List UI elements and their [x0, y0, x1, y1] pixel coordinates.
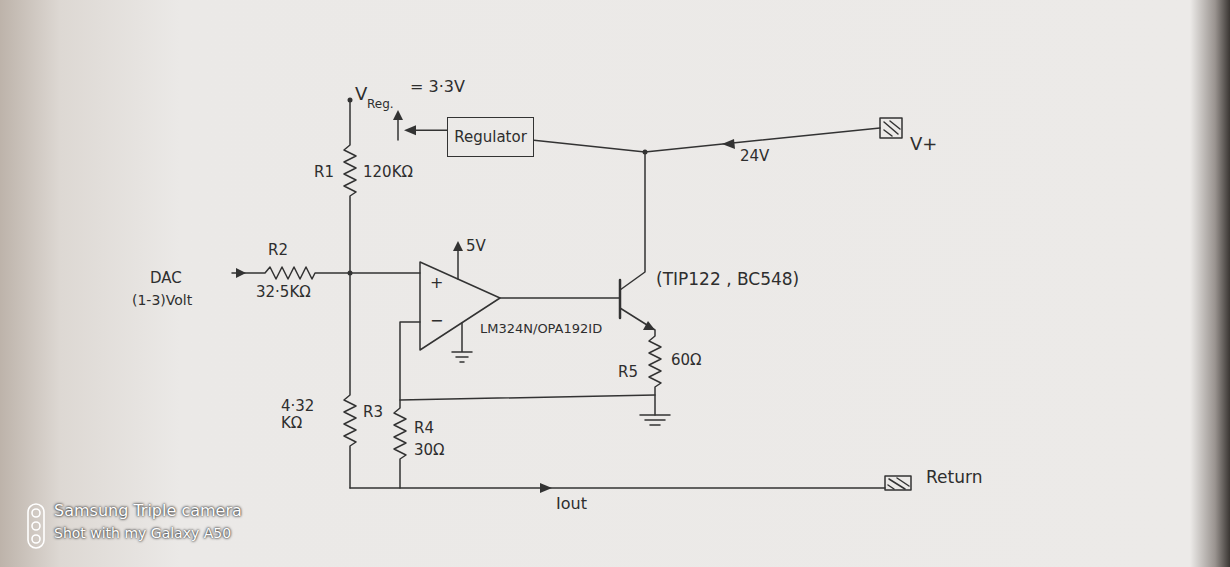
circuit-label: LM324N/OPA192ID — [480, 322, 602, 337]
circuit-label: Return — [926, 468, 982, 488]
circuit-label: 4·32 KΩ — [281, 398, 327, 433]
transistor-emitter-r5 — [620, 308, 661, 415]
opamp-output — [500, 297, 620, 299]
watermark-text: Samsung Triple camera — [54, 502, 242, 520]
opamp-ground — [452, 323, 472, 362]
circuit-label: R4 — [414, 420, 434, 437]
circuit-label: (TIP122 , BC548) — [656, 270, 799, 290]
circuit-label: 30Ω — [414, 442, 445, 459]
regulator-output-arrowhead — [404, 125, 416, 135]
circuit-label: = 3·3V — [410, 78, 465, 96]
input-arrowhead — [236, 268, 246, 278]
transistor-base — [619, 280, 622, 318]
regulator-box: Regulator — [447, 117, 534, 157]
r2-resistor — [232, 267, 420, 279]
circuit-label: 32·5KΩ — [256, 284, 311, 301]
feedback-wire — [400, 395, 655, 400]
vreg-dot — [348, 98, 353, 103]
transistor-collector — [620, 152, 645, 290]
return-terminal — [885, 476, 911, 490]
camera-lens — [32, 535, 40, 543]
ground-symbol — [640, 415, 670, 425]
regulator-label: Regulator — [454, 128, 527, 146]
circuit-label: R5 — [618, 364, 638, 381]
emitter-arrowhead — [643, 321, 655, 330]
return-wire — [350, 487, 885, 489]
regulator-input-wire — [534, 140, 645, 152]
circuit-label: DAC — [150, 270, 182, 287]
terminal-hatch — [884, 121, 900, 136]
circuit-label: R1 — [314, 164, 334, 181]
circuit-label: (1-3)Volt — [132, 292, 192, 308]
circuit-label: V — [355, 84, 367, 105]
supply-arrowhead — [453, 241, 463, 251]
current-arrowhead — [540, 483, 552, 493]
circuit-label: 24V — [740, 148, 769, 165]
circuit-label: R2 — [268, 242, 288, 259]
circuit-label: 120KΩ — [363, 164, 413, 181]
circuit-label: V+ — [910, 134, 937, 155]
junction-dot — [348, 271, 353, 276]
terminal-hatch — [888, 478, 909, 489]
vplus-terminal — [880, 118, 902, 138]
camera-lens — [32, 522, 40, 530]
inverting-input-r4 — [394, 322, 420, 488]
vreg-arrowhead — [393, 110, 403, 120]
circuit-label: R3 — [363, 404, 383, 421]
camera-lens — [32, 509, 40, 517]
watermark-text: Shot with my Galaxy A50 — [54, 525, 231, 541]
opamp-symbol — [420, 262, 500, 350]
circuit-label: − — [430, 312, 443, 330]
circuit-label: 5V — [466, 238, 486, 255]
left-rail-r1-r3 — [344, 100, 356, 488]
circuit-label: + — [430, 274, 443, 292]
supply-current-arrowhead — [722, 139, 735, 149]
circuit-label: 60Ω — [671, 352, 702, 369]
camera-icon — [28, 504, 44, 548]
regulator-output-wire — [414, 129, 447, 131]
circuit-label: Reg. — [367, 98, 394, 112]
circuit-label: Iout — [556, 495, 587, 513]
